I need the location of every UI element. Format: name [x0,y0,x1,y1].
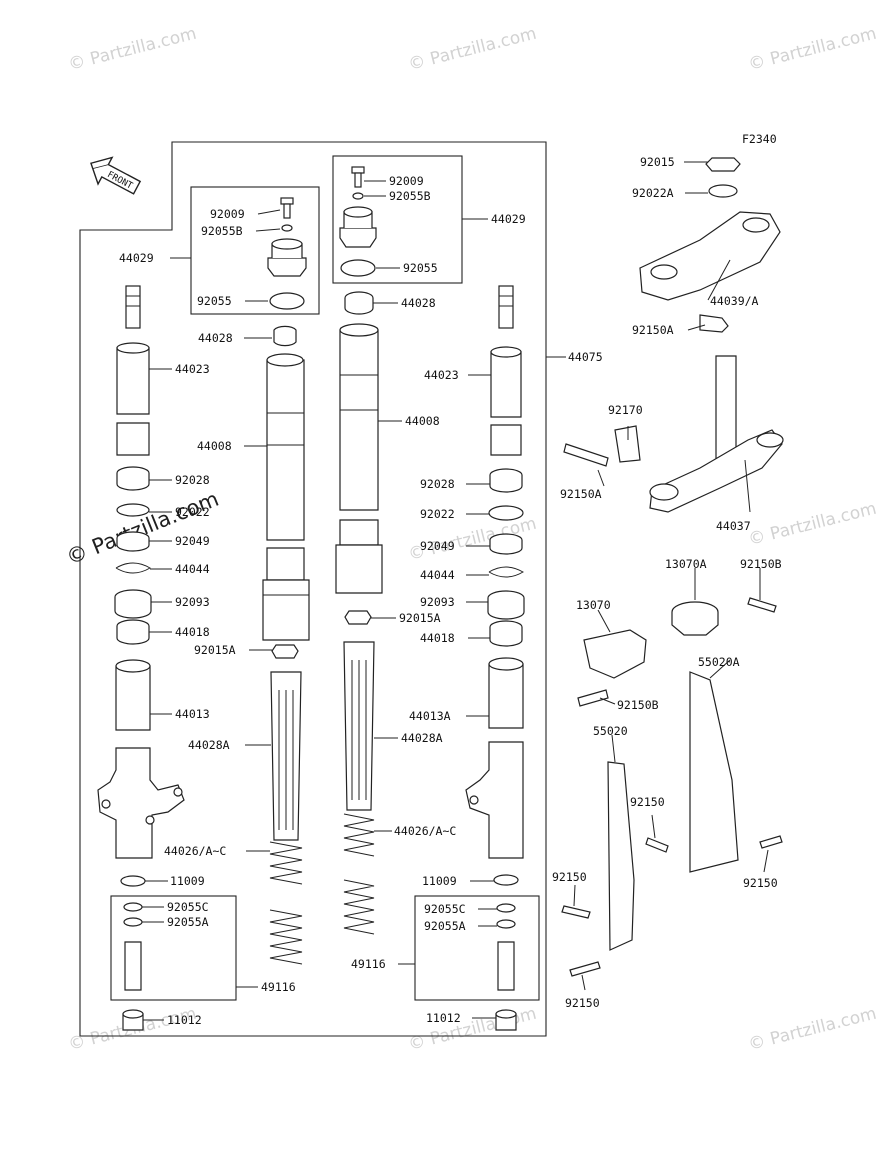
label-92015: 92015 [640,155,675,169]
label-49116: 49116 [351,957,386,971]
leader-lines [142,161,769,1021]
label-11012: 11012 [426,1011,461,1025]
left-fork-parts [97,197,310,1031]
label-44028A: 44028A [188,738,230,752]
label-92150: 92150 [630,795,665,809]
label-44026: 44026/A~C [164,844,226,858]
label-92022: 92022 [420,507,455,521]
label-44039A: 44039/A [710,294,759,308]
label-92009: 92009 [210,207,245,221]
label-92093: 92093 [420,595,455,609]
label-44013A: 44013A [409,709,451,723]
label-13070A: 13070A [665,557,707,571]
label-92055A: 92055A [424,919,466,933]
label-92170: 92170 [608,403,643,417]
label-11012: 11012 [167,1013,202,1027]
figure-code: F2340 [742,132,777,146]
label-13070: 13070 [576,598,611,612]
label-92022A: 92022A [632,186,674,200]
label-11009: 11009 [422,874,457,888]
label-44075: 44075 [568,350,603,364]
label-92150: 92150 [565,996,600,1010]
label-44013: 44013 [175,707,210,721]
label-44028: 44028 [401,296,436,310]
label-92055B: 92055B [389,189,431,203]
steering-clamp-parts [561,157,784,977]
watermark: © Partzilla.com [746,24,878,75]
label-92055B: 92055B [201,224,243,238]
label-92055: 92055 [197,294,232,308]
label-92055C: 92055C [424,902,466,916]
part-number-labels: 92015 92022A 44039/A 92150A 44075 92170 … [119,155,782,1027]
label-55020A: 55020A [698,655,740,669]
label-92049: 92049 [175,534,210,548]
label-92093: 92093 [175,595,210,609]
label-44028A: 44028A [401,731,443,745]
subassembly-box-49116-right [414,895,540,1001]
label-44008: 44008 [197,439,232,453]
label-92150B: 92150B [740,557,782,571]
label-92022: 92022 [175,505,210,519]
label-44037: 44037 [716,519,751,533]
watermark: © Partzilla.com [746,1004,878,1055]
label-92015A: 92015A [399,611,441,625]
label-92150: 92150 [552,870,587,884]
assembly-outline-44075 [79,141,547,1037]
label-11009: 11009 [170,874,205,888]
label-44023: 44023 [424,368,459,382]
label-44029: 44029 [119,251,154,265]
label-44023: 44023 [175,362,210,376]
subassembly-box-44029-left [190,186,320,315]
subassembly-box-49116-left [110,895,237,1001]
label-92055C: 92055C [167,900,209,914]
label-92009: 92009 [389,174,424,188]
watermark: © Partzilla.com [746,499,878,550]
label-92150B: 92150B [617,698,659,712]
label-44026: 44026/A~C [394,824,456,838]
label-44044: 44044 [420,568,455,582]
label-44028: 44028 [198,331,233,345]
label-92150A: 92150A [560,487,602,501]
label-92150A: 92150A [632,323,674,337]
label-92028: 92028 [420,477,455,491]
watermark: © Partzilla.com [406,24,538,75]
label-92028: 92028 [175,473,210,487]
label-92150: 92150 [743,876,778,890]
label-92055: 92055 [403,261,438,275]
label-49116: 49116 [261,980,296,994]
watermark: © Partzilla.com [66,24,198,75]
front-arrow-icon: FRONT [90,156,142,195]
label-44008: 44008 [405,414,440,428]
label-44018: 44018 [420,631,455,645]
label-92015A: 92015A [194,643,236,657]
label-92049: 92049 [420,539,455,553]
label-44029: 44029 [491,212,526,226]
label-44044: 44044 [175,562,210,576]
watermark-large: © Partzilla.com [63,487,222,570]
label-55020: 55020 [593,724,628,738]
right-fork-parts [335,166,525,1031]
label-44018: 44018 [175,625,210,639]
label-92055A: 92055A [167,915,209,929]
